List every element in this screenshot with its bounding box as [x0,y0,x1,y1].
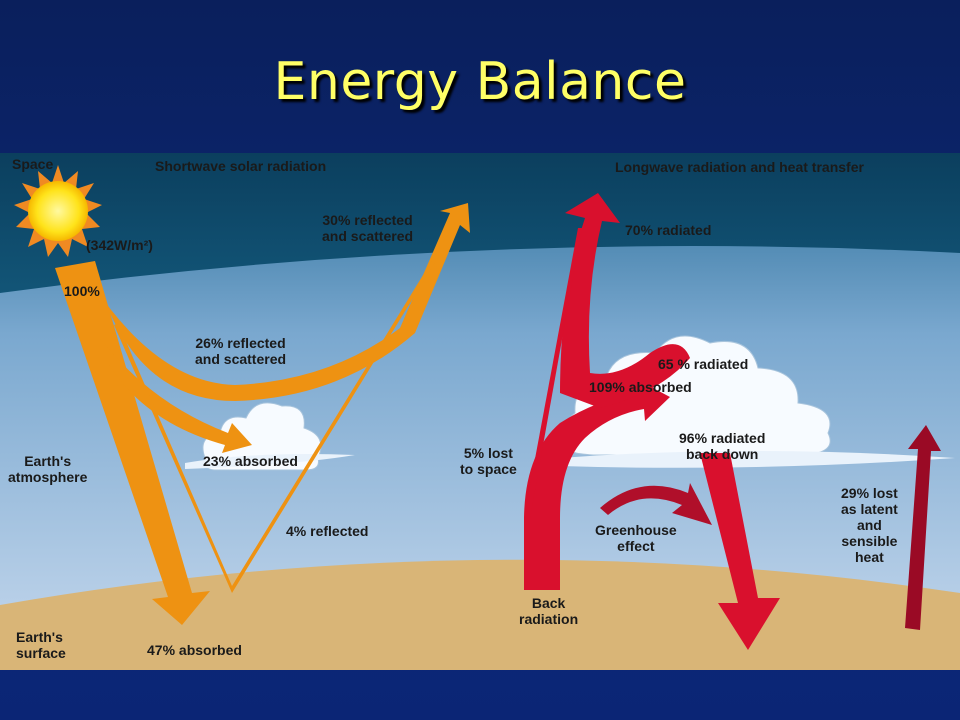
diagram-canvas [0,153,960,670]
space-band [0,153,960,293]
greenhouse-effect-label: Greenhouse effect [595,522,677,554]
radiated-back-down-arrow [700,453,780,650]
incoming-percent-label: 100% [64,283,100,299]
reflected-scattered-space-label: 30% reflected and scattered [322,212,414,244]
cloud-absorbed-label: 23% absorbed [203,453,298,469]
lost-space-label: 5% lost to space [460,445,517,477]
cloud-absorbed-arrow [100,338,252,453]
surface-absorbed-label: 47% absorbed [147,642,242,658]
cloud-base-right [560,451,955,468]
energy-balance-diagram: Space Shortwave solar radiation Longwave… [0,153,960,670]
radiated-back-down-label: 96% radiated back down [679,430,766,462]
shortwave-arrows [55,203,470,625]
sun-icon [14,165,102,257]
surface-band [0,559,960,670]
solar-flux-label: (342W/m²) [86,237,153,253]
greenhouse-arrow [600,483,712,525]
back-radiation-label: Back radiation [519,595,579,627]
radiated-to-space-arrow [560,193,690,408]
reflected-scattered-atmosphere-label: 26% reflected and scattered [195,335,287,367]
surface-zone-label: Earth's surface [16,629,66,661]
longwave-header: Longwave radiation and heat transfer [615,159,864,175]
atmosphere-zone-label: Earth's atmosphere [8,453,88,485]
slide-title: Energy Balance [273,52,687,112]
space-label: Space [12,156,54,172]
latent-heat-arrow [905,425,941,630]
longwave-arrows [524,193,780,650]
atmosphere-absorbed-label: 109% absorbed [589,379,692,395]
atmosphere-radiated-label: 65 % radiated [658,356,749,372]
back-radiation-arrow [524,379,670,590]
lost-to-space-arrow [524,228,582,518]
surface-reflected-label: 4% reflected [286,523,369,539]
incoming-solar-arrow [55,261,210,625]
radiated-space-label: 70% radiated [625,222,712,238]
shortwave-header: Shortwave solar radiation [155,158,327,174]
latent-sensible-heat-label: 29% lost as latent and sensible heat [841,485,898,565]
